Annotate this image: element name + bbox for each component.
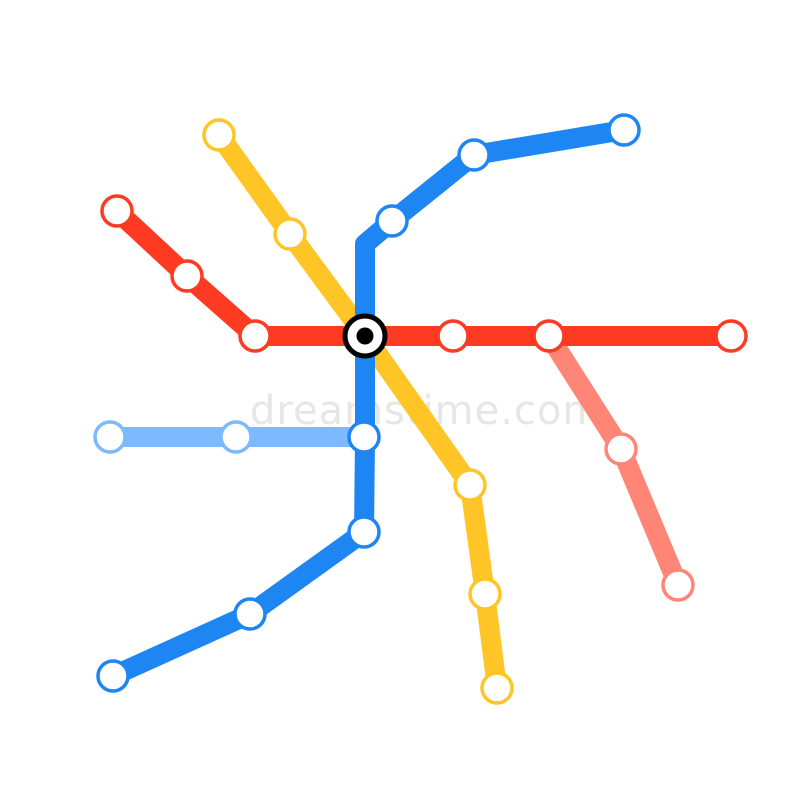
hub-dot <box>356 327 374 345</box>
stations-group <box>93 113 748 705</box>
station-salmon-1[interactable] <box>604 432 638 466</box>
station-blue-5[interactable] <box>347 515 381 549</box>
station-red-4[interactable] <box>436 319 470 353</box>
station-red-3[interactable] <box>238 319 272 353</box>
station-yellow-1[interactable] <box>202 118 236 152</box>
station-light-blue-2[interactable] <box>219 420 253 454</box>
station-blue-1[interactable] <box>607 113 641 147</box>
station-blue-3[interactable] <box>375 204 409 238</box>
station-red-6[interactable] <box>714 319 748 353</box>
station-blue-4[interactable] <box>347 420 381 454</box>
route-line-blue <box>103 120 634 686</box>
station-light-blue-1[interactable] <box>93 420 127 454</box>
station-yellow-5[interactable] <box>480 671 514 705</box>
station-blue-7[interactable] <box>96 659 130 693</box>
station-blue-2[interactable] <box>457 138 491 172</box>
station-salmon-2[interactable] <box>661 568 695 602</box>
station-red-2[interactable] <box>170 259 204 293</box>
route-line-red <box>107 201 741 346</box>
station-red-1[interactable] <box>100 194 134 228</box>
station-yellow-4[interactable] <box>468 577 502 611</box>
station-yellow-3[interactable] <box>453 468 487 502</box>
station-blue-6[interactable] <box>233 597 267 631</box>
metro-hub-icon[interactable] <box>342 313 388 359</box>
station-red-5[interactable] <box>532 319 566 353</box>
station-yellow-2[interactable] <box>273 217 307 251</box>
